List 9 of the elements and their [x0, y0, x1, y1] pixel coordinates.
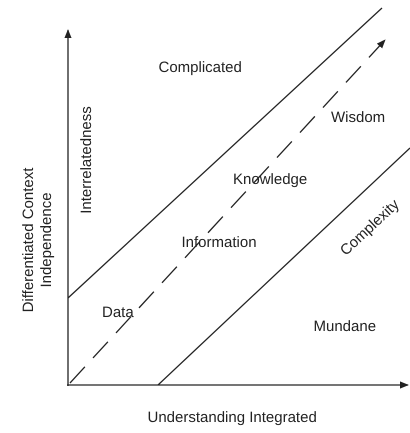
- stage-label: Knowledge: [233, 171, 308, 189]
- stage-label: Information: [182, 234, 257, 252]
- axis-title: Understanding Integrated: [148, 409, 317, 427]
- region-label: Complicated: [158, 59, 242, 77]
- axis-title: Differentiated Context Independence: [20, 166, 56, 314]
- stage-label: Data: [102, 304, 134, 322]
- axis-label: Interrelatedness: [78, 106, 96, 214]
- stage-label: Wisdom: [331, 109, 386, 127]
- region-label: Mundane: [314, 318, 376, 336]
